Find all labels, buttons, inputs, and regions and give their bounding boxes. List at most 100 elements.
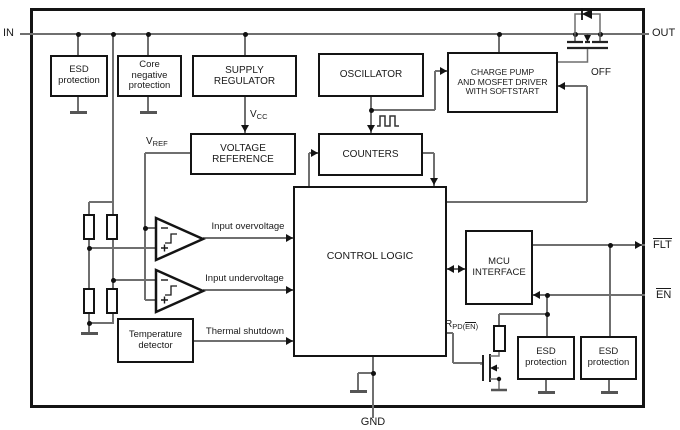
wire bbox=[609, 245, 611, 336]
wire bbox=[558, 85, 587, 87]
block-counters: COUNTERS bbox=[318, 133, 423, 176]
signal-rpd-en-label: RPD(EN) bbox=[445, 319, 479, 331]
arrowhead-icon bbox=[458, 265, 465, 273]
junction-dot bbox=[86, 320, 92, 326]
junction-dot bbox=[75, 31, 81, 37]
wire bbox=[423, 152, 434, 154]
resistor-divider-a-top bbox=[83, 214, 95, 240]
wire bbox=[499, 313, 547, 315]
junction-dot bbox=[607, 242, 613, 248]
block-esd-protection-in: ESD protection bbox=[50, 55, 108, 97]
junction-dot bbox=[86, 245, 92, 251]
wire bbox=[546, 314, 548, 336]
wire bbox=[370, 97, 372, 133]
block-label: ESD bbox=[598, 346, 619, 358]
block-oscillator: OSCILLATOR bbox=[318, 53, 424, 97]
arrowhead-icon bbox=[286, 337, 293, 345]
wire bbox=[546, 295, 548, 314]
wire bbox=[112, 35, 114, 202]
wire bbox=[88, 202, 90, 214]
signal-vcc-label: VCC bbox=[250, 109, 268, 121]
junction-dot bbox=[142, 225, 148, 231]
wire bbox=[372, 357, 374, 418]
arrowhead-icon bbox=[311, 149, 318, 157]
wire bbox=[89, 322, 114, 324]
block-temperature-detector: Temperature detector bbox=[117, 318, 194, 363]
block-core-negative-protection: Core negative protection bbox=[117, 55, 182, 97]
block-label: VOLTAGE bbox=[220, 142, 266, 154]
wire bbox=[203, 237, 293, 239]
pin-en: EN bbox=[656, 288, 672, 301]
arrowhead-icon bbox=[286, 234, 293, 242]
wire bbox=[89, 247, 157, 249]
wire bbox=[447, 332, 453, 334]
wire bbox=[533, 244, 645, 246]
block-label: protection bbox=[58, 75, 100, 86]
block-esd-protection-flt: ESD protection bbox=[580, 336, 637, 380]
signal-vref-label: VREF bbox=[146, 136, 168, 148]
block-control-logic: CONTROL LOGIC bbox=[293, 186, 447, 357]
ground-icon bbox=[147, 97, 149, 111]
arrowhead-icon bbox=[635, 241, 642, 249]
resistor-rpd-en bbox=[493, 325, 506, 352]
junction-dot bbox=[368, 107, 374, 113]
block-label: WITH SOFTSTART bbox=[465, 86, 540, 97]
block-charge-pump: CHARGE PUMP AND MOSFET DRIVER WITH SOFTS… bbox=[447, 52, 558, 113]
signal-input-undervoltage: Input undervoltage bbox=[205, 273, 284, 284]
wire bbox=[447, 201, 587, 203]
ground-icon bbox=[349, 390, 367, 393]
wire bbox=[433, 153, 435, 186]
junction-dot bbox=[544, 292, 550, 298]
wire bbox=[244, 35, 246, 55]
ground-icon bbox=[77, 97, 79, 111]
block-label: INTERFACE bbox=[472, 266, 526, 278]
block-label: MCU bbox=[488, 255, 510, 267]
wire bbox=[88, 240, 90, 288]
wire bbox=[77, 35, 79, 55]
pin-flt: FLT bbox=[653, 238, 672, 251]
block-label: REFERENCE bbox=[212, 154, 274, 165]
comparator-undervoltage-icon bbox=[154, 268, 207, 314]
wire bbox=[89, 201, 114, 203]
block-supply-regulator: SUPPLY REGULATOR bbox=[192, 55, 297, 97]
wire bbox=[434, 71, 436, 110]
arrowhead-icon bbox=[241, 125, 249, 132]
resistor-divider-a-bottom bbox=[83, 288, 95, 314]
wire bbox=[453, 362, 483, 364]
comparator-overvoltage-icon bbox=[154, 216, 207, 262]
block-label: CHARGE PUMP bbox=[470, 66, 535, 77]
block-voltage-reference: VOLTAGE REFERENCE bbox=[190, 133, 296, 175]
block-label: protection bbox=[525, 357, 567, 368]
pulldown-mosfet-icon bbox=[480, 352, 507, 392]
signal-input-overvoltage: Input overvoltage bbox=[211, 221, 285, 232]
arrowhead-icon bbox=[286, 286, 293, 294]
wire bbox=[498, 314, 500, 325]
wire bbox=[447, 268, 465, 270]
wire bbox=[112, 314, 114, 323]
wire bbox=[533, 294, 645, 296]
block-label: ESD bbox=[536, 346, 556, 358]
ground-icon bbox=[88, 323, 90, 332]
block-esd-protection-en: ESD protection bbox=[517, 336, 575, 380]
wire bbox=[194, 340, 293, 342]
chip-boundary bbox=[30, 8, 645, 408]
block-label: protection bbox=[128, 80, 171, 92]
block-label: detector bbox=[138, 339, 173, 351]
block-label: COUNTERS bbox=[342, 148, 399, 160]
ground-icon bbox=[357, 373, 359, 390]
wire bbox=[371, 109, 435, 111]
block-label: SUPPLY bbox=[225, 64, 264, 76]
clock-waveform-icon bbox=[377, 115, 399, 127]
arrowhead-icon bbox=[367, 125, 375, 132]
arrowhead-icon bbox=[440, 67, 447, 75]
wire bbox=[203, 289, 293, 291]
block-label: AND MOSFET DRIVER bbox=[457, 76, 548, 87]
wire bbox=[112, 240, 114, 288]
ground-icon bbox=[537, 391, 555, 394]
resistor-divider-b-top bbox=[106, 214, 118, 240]
wire bbox=[452, 333, 454, 363]
wire bbox=[244, 97, 246, 133]
wire bbox=[113, 279, 157, 281]
ground-icon bbox=[139, 111, 157, 114]
